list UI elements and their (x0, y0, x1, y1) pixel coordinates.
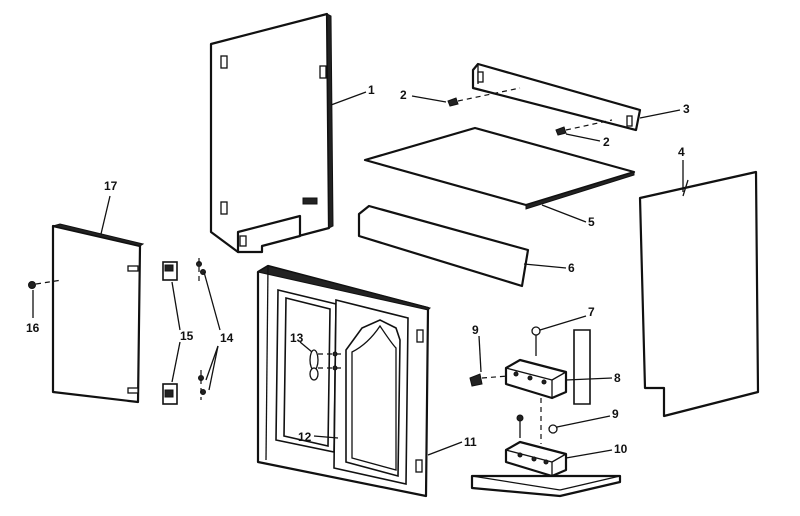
callout-17: 17 (104, 179, 118, 193)
part-17-door: 17 (51, 179, 145, 404)
callout-6: 6 (568, 261, 575, 275)
callout-13: 13 (290, 331, 304, 345)
part-15-hinges: 15 (162, 261, 194, 405)
callout-1: 1 (368, 83, 375, 97)
callout-14: 14 (220, 331, 234, 345)
part-10-base-block: 10 (470, 440, 628, 498)
callout-5: 5 (588, 215, 595, 229)
callout-15: 15 (180, 329, 194, 343)
callout-12: 12 (298, 430, 312, 444)
part-12-door-insert: 12 (298, 319, 401, 478)
callout-8: 8 (614, 371, 621, 385)
part-3-back-rail: 3 (471, 62, 690, 132)
part-13-catch: 13 (290, 331, 344, 381)
part-16-knob: 16 (26, 279, 63, 335)
callout-9a: 9 (472, 323, 479, 337)
part-7-screw: 7 (531, 305, 595, 356)
part-4-side-panel: 4 (638, 145, 760, 418)
part-1-side-panel: 1 (209, 12, 375, 254)
callout-3: 3 (683, 102, 690, 116)
part-6-front-rail: 6 (357, 204, 575, 288)
part-2-screws: 2 2 (400, 87, 613, 149)
callout-9b: 9 (612, 407, 619, 421)
callout-11: 11 (464, 435, 477, 449)
callout-7: 7 (588, 305, 595, 319)
part-14-screws: 14 (196, 258, 234, 400)
part-5-shelf: 5 (363, 126, 636, 229)
callout-4: 4 (678, 145, 685, 159)
callout-16: 16 (26, 321, 40, 335)
callout-2a: 2 (400, 88, 407, 102)
part-9-screws: 9 9 (469, 323, 619, 444)
callout-2b: 2 (603, 135, 610, 149)
callout-10: 10 (614, 442, 628, 456)
part-8-corner-block: 8 (504, 329, 621, 405)
